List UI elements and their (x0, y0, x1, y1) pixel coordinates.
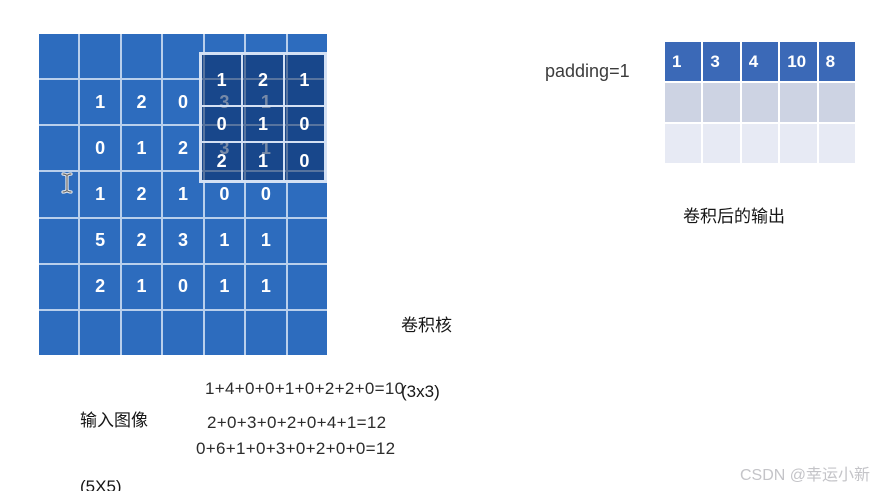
input-grid-cell: 1 (80, 172, 120, 217)
input-grid-cell: 2 (121, 218, 162, 263)
output-grid-cell (703, 83, 740, 122)
equation-line-3: 0+6+1+0+3+0+2+0+0=12 (196, 439, 396, 458)
input-grid-cell (163, 34, 203, 79)
input-grid-cell: 1 (204, 264, 245, 309)
input-label-title: 输入图像 (80, 411, 148, 430)
input-grid-cell (163, 310, 203, 355)
input-grid-cell: 0 (163, 264, 203, 309)
output-grid-cell (665, 124, 702, 163)
kernel-label-size: (3x3) (401, 382, 440, 401)
output-grid-cell (741, 124, 779, 163)
output-grid-cell: 10 (780, 42, 817, 81)
input-grid-cell: 1 (163, 172, 203, 217)
input-grid-cell: 1 (204, 218, 245, 263)
input-grid-cell (246, 310, 286, 355)
kernel-cell: 0 (283, 106, 325, 142)
input-grid-cell: 1 (80, 80, 120, 125)
equation-line-1: 1+4+0+0+1+0+2+2+0=10 (205, 379, 405, 398)
kernel-label: 卷积核 (3x3) (401, 271, 452, 447)
output-grid-cell: 8 (818, 42, 855, 81)
output-grid-cell (780, 124, 817, 163)
input-grid-cell (39, 80, 79, 125)
output-grid-cell: 4 (741, 42, 779, 81)
kernel-cell: 2 (242, 54, 284, 106)
input-grid-cell (39, 218, 79, 263)
input-label: 输入图像 (5X5) (80, 366, 148, 491)
input-grid-cell (287, 218, 327, 263)
output-grid-cell (703, 124, 740, 163)
watermark: CSDN @幸运小新 (740, 467, 871, 484)
output-grid-cell (818, 124, 855, 163)
input-grid-cell (39, 264, 79, 309)
kernel-cell: 0 (283, 142, 325, 181)
kernel-cell: 1 (242, 142, 284, 181)
output-grid-cell: 3 (703, 42, 740, 81)
input-grid-cell: 3 (163, 218, 203, 263)
input-grid-cell (80, 34, 120, 79)
kernel-cell: 1 (283, 54, 325, 106)
input-grid-cell (204, 310, 245, 355)
text-cursor-icon (61, 172, 73, 194)
kernel-cell: 1 (201, 54, 243, 106)
kernel-cell: 2 (201, 142, 243, 181)
input-grid-cell: 1 (121, 264, 162, 309)
input-grid-cell (39, 172, 79, 217)
input-grid-cell: 0 (163, 80, 203, 125)
equation-line-2: 2+0+3+0+2+0+4+1=12 (207, 413, 387, 432)
input-grid-cell (121, 34, 162, 79)
kernel-cell: 0 (201, 106, 243, 142)
input-grid-cell (287, 264, 327, 309)
input-grid-cell (287, 310, 327, 355)
input-grid-cell (121, 310, 162, 355)
kernel-label-title: 卷积核 (401, 316, 452, 335)
output-label: 卷积后的输出 (683, 207, 785, 226)
output-grid-cell (665, 83, 702, 122)
input-grid-cell (80, 310, 120, 355)
input-grid-cell: 2 (121, 80, 162, 125)
input-grid-cell: 1 (246, 218, 286, 263)
input-grid-cell: 1 (121, 126, 162, 171)
input-grid-cell: 2 (121, 172, 162, 217)
input-grid-cell: 0 (80, 126, 120, 171)
input-label-size: (5X5) (80, 477, 122, 491)
input-grid-cell (39, 126, 79, 171)
output-grid-cell (741, 83, 779, 122)
input-grid-cell (39, 310, 79, 355)
input-grid-cell: 2 (80, 264, 120, 309)
output-grid-cell (780, 83, 817, 122)
output-grid-cell (818, 83, 855, 122)
kernel-cell: 1 (242, 106, 284, 142)
input-grid-cell: 1 (246, 264, 286, 309)
input-grid-cell: 2 (163, 126, 203, 171)
input-grid-cell: 5 (80, 218, 120, 263)
output-grid-cell: 1 (665, 42, 702, 81)
padding-label: padding=1 (545, 61, 630, 81)
input-grid-cell (39, 34, 79, 79)
